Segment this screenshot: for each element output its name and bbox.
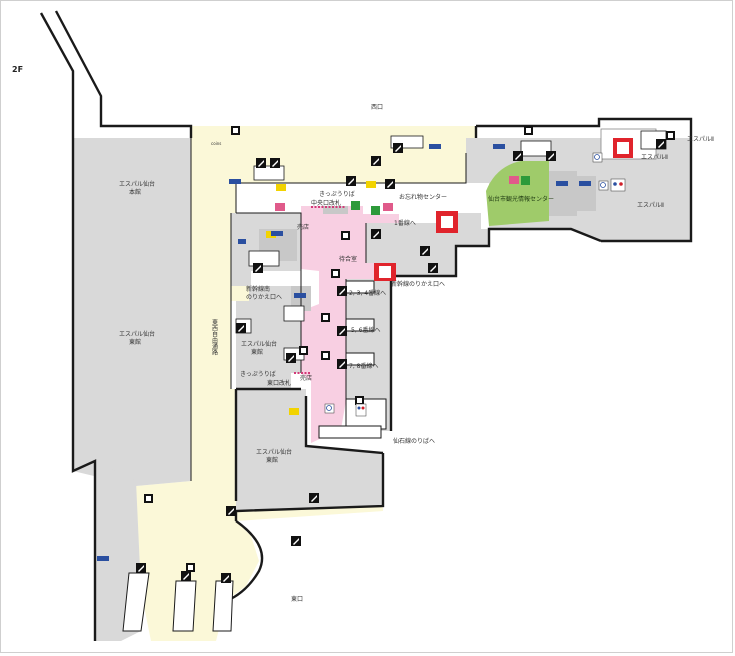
elevator-icon bbox=[355, 396, 364, 405]
espal-tohoku-building bbox=[236, 389, 383, 511]
atm-icon bbox=[509, 176, 519, 184]
south-curve-wall bbox=[225, 520, 264, 603]
south-exit-stairs bbox=[122, 572, 234, 632]
escalator-icon bbox=[337, 359, 347, 369]
espal2-label-c: エスパルⅡ bbox=[637, 202, 664, 209]
baiten-label-1: 売店 bbox=[297, 223, 309, 231]
locker-icon bbox=[289, 408, 299, 415]
accessible-toilet-icon bbox=[324, 403, 335, 414]
info-icon bbox=[351, 201, 360, 210]
escalator-icon bbox=[371, 229, 381, 239]
nishiguchi-label: 西口 bbox=[371, 104, 383, 111]
jiyu-tsuro-label: 東西自由通路 bbox=[211, 318, 218, 356]
escalator-icon bbox=[385, 179, 395, 189]
toilet-icon bbox=[355, 403, 367, 417]
escalator-icon bbox=[337, 286, 347, 296]
kippu-label-1: きっぷうりば bbox=[319, 190, 355, 198]
senseki-label: 仙石線のりばへ bbox=[393, 437, 435, 445]
kippu-label-2: きっぷうりば bbox=[240, 370, 276, 378]
locker-icon bbox=[276, 184, 286, 191]
track78-label: 7, 8番線へ bbox=[349, 362, 378, 370]
track1-label: 1番線へ bbox=[394, 219, 416, 227]
espal-honkan-building bbox=[73, 138, 191, 241]
toilet-icon bbox=[610, 178, 626, 192]
atm-icon bbox=[383, 203, 393, 211]
outer-wall-east bbox=[476, 117, 693, 138]
outer-wall-west2 bbox=[54, 10, 193, 138]
baiten-label-2: 売店 bbox=[300, 374, 312, 382]
escalator-icon bbox=[309, 493, 319, 503]
outer-wall-west bbox=[39, 12, 75, 138]
espal-tohoku-label: エスパル仙台東館 bbox=[241, 340, 277, 356]
elevator-icon bbox=[321, 313, 330, 322]
machiaishitsu-label: 待合室 bbox=[339, 255, 357, 263]
elevator-icon bbox=[186, 563, 195, 572]
escalator-icon bbox=[291, 536, 301, 546]
espal2-label-a: エスパルⅡ bbox=[687, 136, 714, 143]
espal-higashikan-label: エスパル仙台東館 bbox=[119, 330, 155, 346]
elevator-icon bbox=[524, 126, 533, 135]
escalator-icon bbox=[270, 158, 280, 168]
espal-higashikan-building bbox=[73, 241, 191, 486]
escalator-icon bbox=[236, 323, 246, 333]
shinkansen-norikae2-label: 新幹線南のりかえ口へ bbox=[246, 285, 282, 301]
track234-label: 2, 3, 4番線へ bbox=[349, 289, 386, 297]
shop-tags bbox=[97, 144, 591, 561]
ticket-gates-chuo bbox=[294, 206, 346, 374]
info-icon bbox=[521, 176, 530, 185]
chuo-kaisatsu-label: 中央口改札 bbox=[311, 199, 341, 207]
escalator-icon bbox=[253, 263, 263, 273]
tourist-center-label: 仙台市観光情報センター bbox=[488, 195, 554, 203]
platform-stairs bbox=[318, 280, 387, 439]
icon-layer bbox=[136, 126, 675, 583]
elevator-icon bbox=[341, 231, 350, 240]
escalator-icon bbox=[221, 573, 231, 583]
tourist-center-area bbox=[486, 161, 549, 226]
platform-area bbox=[366, 213, 489, 276]
espal-tohoku2-label: エスパル仙台東館 bbox=[256, 448, 292, 464]
otoshimono-label: お忘れ物センター bbox=[399, 193, 447, 201]
floor-label: 2F bbox=[12, 65, 23, 74]
info-icon bbox=[371, 206, 380, 215]
elevator-icon bbox=[299, 346, 308, 355]
higashiguchi-label: 東口 bbox=[291, 595, 303, 603]
escalator-icon bbox=[393, 143, 403, 153]
elevator-icon bbox=[666, 131, 675, 140]
escalator-icon bbox=[656, 139, 666, 149]
accessible-toilet-icon bbox=[598, 180, 609, 191]
accessible-toilet-icon bbox=[592, 152, 603, 163]
espal2-label-b: エスパルⅡ bbox=[641, 154, 668, 161]
escalator-icon bbox=[337, 326, 347, 336]
elevator-icon bbox=[144, 494, 153, 503]
escalator-icon bbox=[226, 506, 236, 516]
escalator-icon bbox=[546, 151, 556, 161]
escalator-icon bbox=[371, 156, 381, 166]
escalator-icon bbox=[346, 176, 356, 186]
espal-honkan-label: エスパル仙台本館 bbox=[119, 180, 155, 196]
west-bridge bbox=[191, 126, 476, 138]
escalator-icon bbox=[181, 571, 191, 581]
higashi-kaisatsu-label: 東口改札 bbox=[267, 379, 291, 387]
track56-label: 5, 6番線へ bbox=[351, 326, 380, 334]
escalator-icon bbox=[286, 353, 296, 363]
escalator-icon bbox=[256, 158, 266, 168]
elevator-icon bbox=[321, 351, 330, 360]
elevator-icon bbox=[231, 126, 240, 135]
concourse-area bbox=[136, 138, 476, 641]
atm-icon bbox=[275, 203, 285, 211]
coins-label: coins bbox=[211, 141, 221, 146]
escalator-icon bbox=[513, 151, 523, 161]
escalator-icon bbox=[420, 246, 430, 256]
ticket-office-highlight bbox=[374, 138, 633, 281]
elevator-icon bbox=[331, 269, 340, 278]
shinkansen-norikae-label: 新幹線のりかえ口へ bbox=[391, 280, 445, 288]
locker-icon bbox=[366, 181, 376, 188]
escalator-icon bbox=[428, 263, 438, 273]
escalator-icon bbox=[136, 563, 146, 573]
